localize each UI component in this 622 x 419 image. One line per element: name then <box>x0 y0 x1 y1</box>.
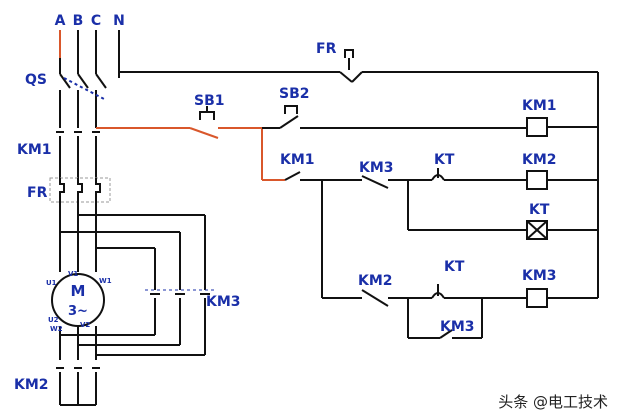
km1-coil <box>526 117 548 137</box>
kt-contact-1-label: KT <box>434 152 455 168</box>
motor: M 3~ U1 V1 W1 U2 V2 W2 <box>46 270 205 360</box>
qs-dashed-link <box>63 77 107 101</box>
fr-thermal-relay <box>49 177 111 203</box>
kt-coil-label: KT <box>529 202 550 218</box>
sb2-label: SB2 <box>279 86 310 102</box>
sb1-stop-button <box>199 106 215 120</box>
km1-coil-label: KM1 <box>522 98 557 114</box>
km1-main-contacts <box>56 131 100 178</box>
motor-terminal-w2: W2 <box>50 325 63 333</box>
fr-control-label: FR <box>316 41 337 57</box>
km3-coil-label: KM3 <box>522 268 557 284</box>
km3-rung <box>322 284 527 339</box>
km3-holding-label: KM3 <box>440 319 475 335</box>
km2-coil <box>526 170 548 190</box>
fr-control-contact <box>339 49 363 83</box>
km3-delta-contacts <box>145 289 215 355</box>
fr-power-label: FR <box>27 185 48 201</box>
qs-isolator <box>59 73 107 128</box>
km2-coil-label: KM2 <box>522 152 557 168</box>
motor-phase: 3~ <box>68 304 88 319</box>
motor-feed-lines <box>59 202 206 290</box>
power-circuit <box>59 30 120 78</box>
km3-power-label: KM3 <box>206 294 241 310</box>
motor-terminal-w1: W1 <box>99 277 112 285</box>
kt-coil <box>526 220 548 240</box>
km2-power-label: KM2 <box>14 377 49 393</box>
km2-rung <box>322 168 527 231</box>
terminal-c: C <box>91 13 101 29</box>
km3-interlock-label: KM3 <box>359 160 394 176</box>
watermark-text: 头条 @电工技术 <box>498 393 608 411</box>
kt-contact-2-label: KT <box>444 259 465 275</box>
terminal-n: N <box>113 13 125 29</box>
km1-power-label: KM1 <box>17 142 52 158</box>
motor-terminal-v1: V1 <box>68 270 78 278</box>
motor-terminal-u1: U1 <box>46 279 57 287</box>
qs-label: QS <box>25 72 47 88</box>
sb2-start-button <box>262 105 527 129</box>
km3-coil <box>526 288 548 308</box>
km2-interlock-label: KM2 <box>358 273 393 289</box>
km1-holding-label: KM1 <box>280 152 315 168</box>
km1-holding-contact <box>284 171 323 298</box>
neutral-rail <box>119 71 599 298</box>
terminal-a: A <box>55 13 66 29</box>
terminal-b: B <box>73 13 84 29</box>
km2-star-contacts <box>56 367 100 406</box>
motor-terminal-v2: V2 <box>80 321 90 329</box>
motor-terminal-u2: U2 <box>48 316 59 324</box>
sb1-label: SB1 <box>194 93 225 109</box>
highlight-feed <box>59 30 285 181</box>
motor-name: M <box>71 282 86 300</box>
